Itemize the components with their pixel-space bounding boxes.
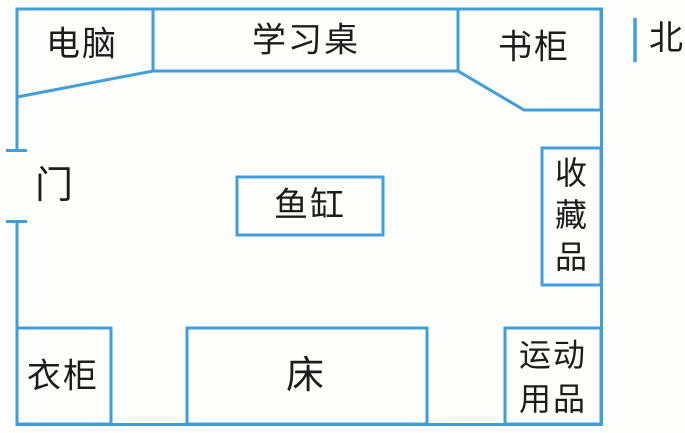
collectibles-outline — [540, 146, 603, 287]
door-label: 门 — [34, 165, 76, 208]
study-desk-label: 学习桌 — [252, 22, 360, 60]
sports-equipment-outline — [503, 326, 603, 426]
bookcase-outline — [456, 7, 603, 112]
computer-label: 电脑 — [46, 26, 118, 64]
wardrobe-label: 衣柜 — [27, 358, 99, 396]
sports-equipment-label: 运动用品 — [518, 337, 587, 417]
fish-tank-label: 鱼缸 — [274, 187, 346, 225]
floor-plan-lines — [6, 7, 637, 426]
bookcase-label: 书柜 — [498, 29, 570, 67]
collectibles-label: 收藏品 — [554, 155, 587, 275]
bed-outline — [185, 326, 429, 426]
wardrobe-outline — [15, 326, 113, 426]
fish-tank-outline — [235, 175, 385, 237]
north-label: 北 — [649, 20, 685, 58]
bed-label: 床 — [285, 355, 327, 398]
